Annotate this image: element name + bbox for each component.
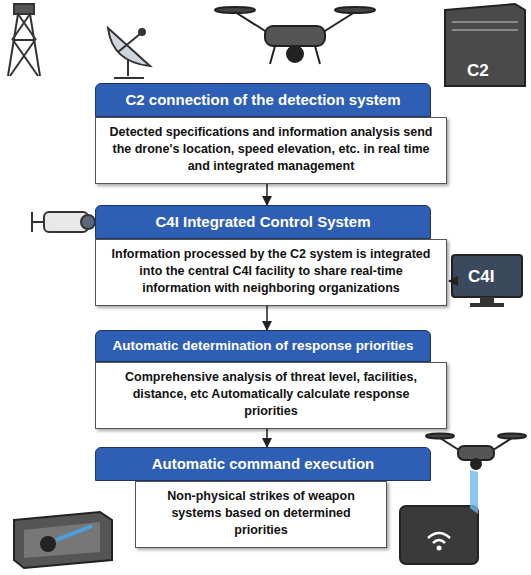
flow-arrow <box>266 306 268 330</box>
stage-header: C2 connection of the detection system <box>95 83 431 117</box>
process-stage: Automatic command executionNon-physical … <box>95 447 447 548</box>
beam <box>470 470 478 514</box>
jammer-device-icon <box>400 506 478 564</box>
stage-header: C4I Integrated Control System <box>95 205 431 239</box>
tower-icon <box>8 4 40 76</box>
icon-label: C4I <box>468 268 494 285</box>
stage-description: Non-physical strikes of weapon systems b… <box>135 481 387 548</box>
process-stage: C2 connection of the detection systemDet… <box>95 83 447 184</box>
jammer-device-icon <box>14 512 112 568</box>
pointer-arrow <box>450 280 452 282</box>
flow-arrow <box>266 184 268 205</box>
camera-icon <box>32 212 95 232</box>
process-stage: Automatic determination of response prio… <box>95 330 447 429</box>
icon-label: C2 <box>467 62 489 79</box>
drone-icon <box>215 7 375 64</box>
flow-arrow <box>266 429 268 447</box>
stage-header: Automatic command execution <box>95 447 431 481</box>
stage-header: Automatic determination of response prio… <box>95 330 431 362</box>
stage-description: Information processed by the C2 system i… <box>95 239 447 306</box>
stage-description: Comprehensive analysis of threat level, … <box>95 362 447 429</box>
drone-icon <box>426 434 526 470</box>
satellite-dish-icon <box>108 28 150 78</box>
monitor-icon <box>452 255 522 307</box>
stage-description: Detected specifications and information … <box>95 117 447 184</box>
pointer-arrow <box>449 280 452 282</box>
process-stage: C4I Integrated Control SystemInformation… <box>95 205 447 306</box>
server-icon <box>445 4 525 86</box>
